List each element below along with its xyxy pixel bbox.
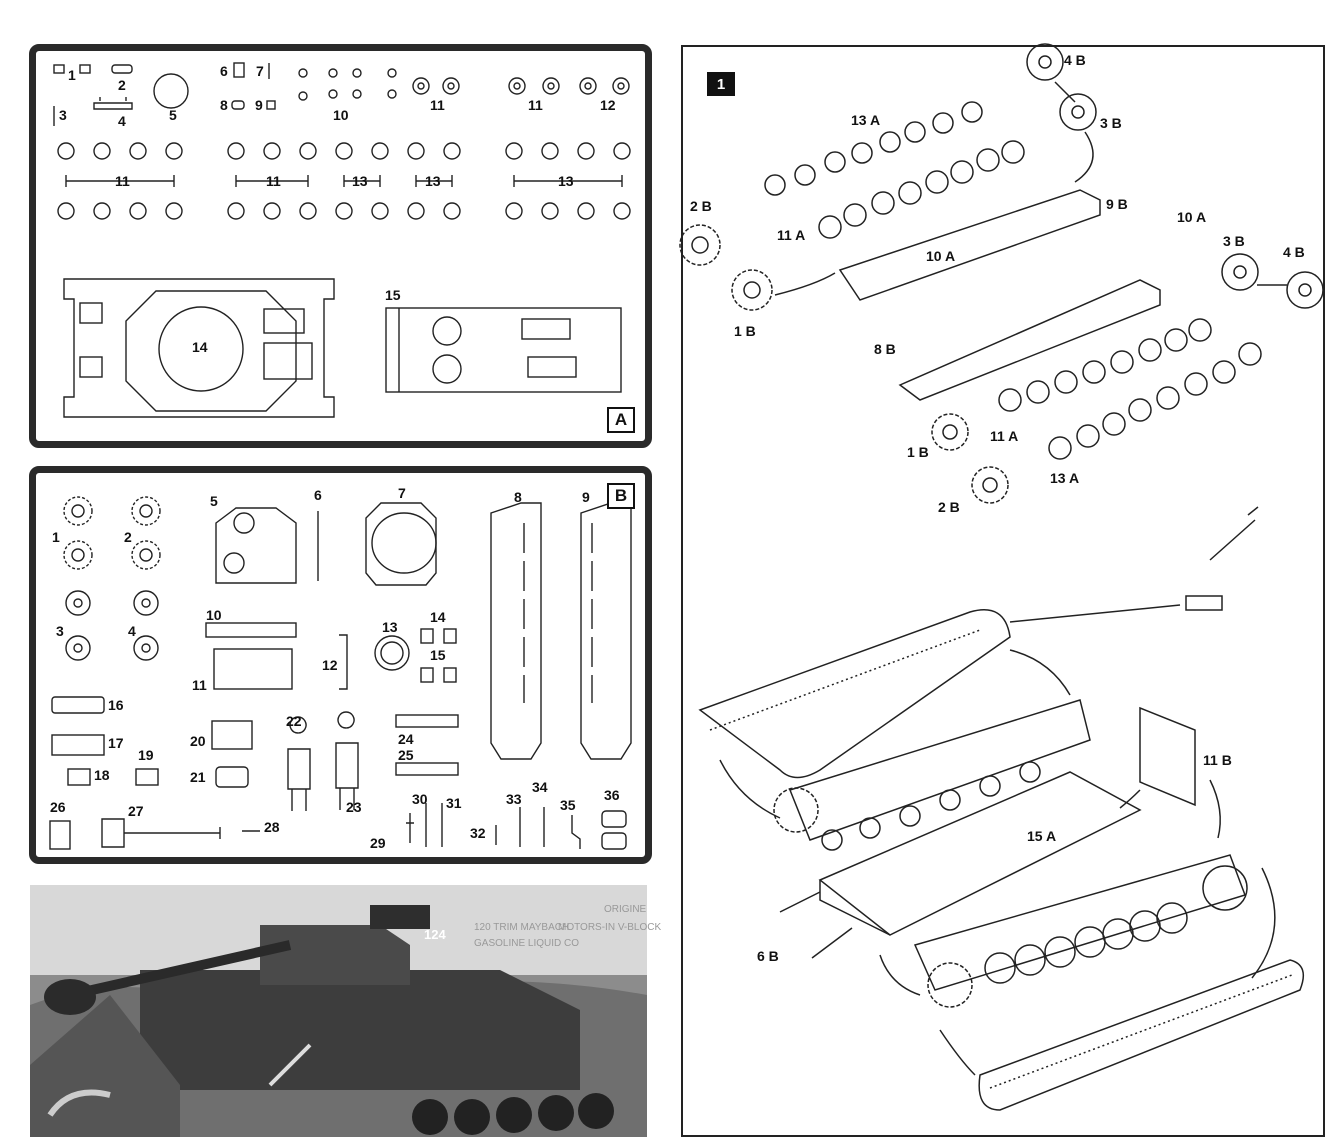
sprue-b-part-4: 4 [128,623,136,639]
callout-9b: 9 B [1106,196,1128,212]
sprue-b-part-18: 18 [94,767,110,783]
sprue-b-part-27: 27 [128,803,144,819]
callout-10a-mid: 10 A [926,248,956,264]
sprue-b-part-23: 23 [346,799,362,815]
sprue-b-part-35: 35 [560,797,576,813]
sprue-a-part-15: 15 [385,287,401,303]
sprue-a-part-13-row-right: 13 [558,173,574,189]
sprue-b-part-20: 20 [190,733,206,749]
callout-10a-right: 10 A [1177,209,1207,225]
sprue-a-part-13-row-a: 13 [352,173,368,189]
sprue-a-part-12: 12 [600,97,616,113]
sprue-a-part-11-right: 11 [528,97,543,113]
sprue-a-part-13-row-b: 13 [425,173,441,189]
callout-4b-right: 4 B [1283,244,1305,260]
sprue-b-part-21: 21 [190,769,206,785]
sprue-b-part-3: 3 [56,623,64,639]
callout-3b-right: 3 B [1223,233,1245,249]
sprue-b-part-34: 34 [532,779,548,795]
sprue-b-part-6: 6 [314,487,322,503]
sprue-b-part-32: 32 [470,825,486,841]
sprue-a-part-4: 4 [118,113,126,129]
sprue-b-part-8: 8 [514,489,522,505]
callout-15a: 15 A [1027,828,1057,844]
sprue-b-part-28: 28 [264,819,280,835]
sprue-b-part-16: 16 [108,697,124,713]
sprue-a-part-1: 1 [68,67,76,83]
callout-4b-top: 4 B [1064,52,1086,68]
callout-8b: 8 B [874,341,896,357]
sprue-b-part-33: 33 [506,791,522,807]
callout-13a-bottom: 13 A [1050,470,1080,486]
sprue-a-part-9: 9 [255,97,263,113]
sprue-b-part-31: 31 [446,795,462,811]
callout-3b-top: 3 B [1100,115,1122,131]
callout-11b: 11 B [1203,752,1232,768]
sprue-b-part-5: 5 [210,493,218,509]
sprue-b-drawing [49,496,632,850]
sprue-a-part-7: 7 [256,63,264,79]
sprue-b-part-22: 22 [286,713,302,729]
sprue-b-part-26: 26 [50,799,66,815]
sprue-a-part-11-row-left: 11 [115,173,130,189]
bleed-text-1: ORIGINE [604,904,647,915]
callout-2b-bottom: 2 B [938,499,960,515]
sprue-b-part-29: 29 [370,835,386,851]
sprue-a-label: A [607,407,635,433]
sprue-b-part-25: 25 [398,747,414,763]
sprue-a-part-2: 2 [118,77,126,93]
sprue-b-frame: 1 2 3 4 5 6 7 8 9 10 11 12 13 14 15 16 1… [29,466,652,864]
sprue-b-part-9: 9 [582,489,590,505]
sprue-a-part-10: 10 [333,107,349,123]
sprue-b-part-10: 10 [206,607,222,623]
sprue-a-drawing [53,62,631,418]
bleed-text-2: 120 TRIM MAYBACH [474,922,570,933]
sprue-b-part-24: 24 [398,731,414,747]
sprue-b-part-7: 7 [398,485,406,501]
sprue-b-part-19: 19 [138,747,154,763]
callout-1b-left: 1 B [734,323,756,339]
sprue-b-part-2: 2 [124,529,132,545]
sprue-b-part-13: 13 [382,619,398,635]
sprue-b-part-12: 12 [322,657,338,673]
callout-11a-bottom: 11 A [990,428,1019,444]
bleed-text-3: MOTORS-IN V-BLOCK [558,922,662,933]
sprue-b-part-15: 15 [430,647,446,663]
sprue-b-part-17: 17 [108,735,124,751]
sprue-a-part-11-top: 11 [430,97,445,113]
sprue-a-part-8: 8 [220,97,228,113]
sprue-b-part-30: 30 [412,791,428,807]
callout-6b: 6 B [757,948,779,964]
sprue-a-part-3: 3 [59,107,67,123]
historic-tank-photo: 124 [30,885,647,1137]
sprue-b-part-1: 1 [52,529,60,545]
callout-13a-top: 13 A [851,112,881,128]
instruction-frame [681,45,1325,1137]
sprue-b-part-36: 36 [604,787,620,803]
sprue-b-part-14: 14 [430,609,446,625]
step-number: 1 [707,72,735,96]
sprue-b-part-11: 11 [192,677,207,693]
turret-number: 124 [424,927,446,942]
sprue-a-part-11-row-mid: 11 [266,173,281,189]
bleed-text-4: GASOLINE LIQUID CO [474,938,580,949]
sprue-b-label: B [607,483,635,509]
tank-photo-drawing [30,885,647,1137]
callout-11a-left: 11 A [777,227,806,243]
callout-2b-left: 2 B [690,198,712,214]
sprue-a-part-5: 5 [169,107,177,123]
sprue-a-part-14: 14 [192,339,208,355]
callout-1b-bottom: 1 B [907,444,929,460]
sprue-a-part-6: 6 [220,63,228,79]
sprue-a-frame: 1 2 3 4 5 6 7 8 9 10 11 11 12 11 11 13 1… [29,44,652,448]
